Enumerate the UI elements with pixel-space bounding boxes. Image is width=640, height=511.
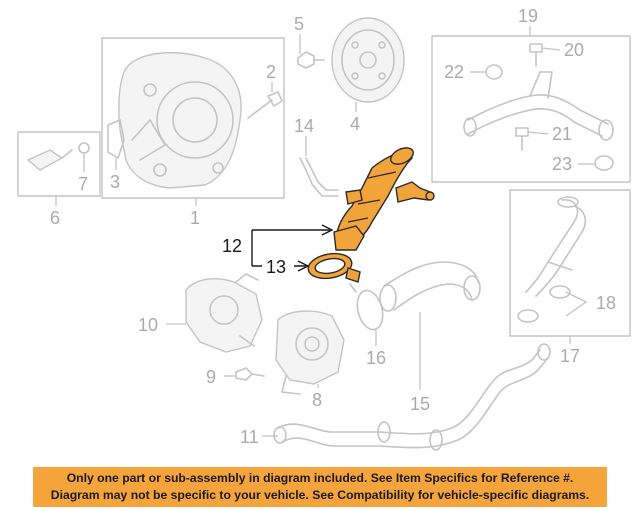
water-pump-housing: [118, 52, 242, 189]
highlighted-part-13: [307, 252, 361, 283]
callout-16: 16: [366, 348, 386, 368]
bolt-20: [529, 43, 543, 67]
pipe-17: [517, 196, 587, 323]
bolt-9: [235, 367, 265, 381]
callout-21: 21: [552, 124, 572, 144]
leader-12: [251, 229, 330, 266]
callout-22: 22: [444, 62, 464, 82]
callout-12: 12: [222, 236, 242, 256]
callout-23: 23: [552, 154, 572, 174]
callout-7: 7: [78, 174, 88, 194]
callout-5: 5: [294, 14, 304, 34]
bolt-2: [247, 91, 283, 119]
callout-3: 3: [110, 172, 120, 192]
callout-2: 2: [266, 62, 276, 82]
pipe-11: [273, 343, 551, 451]
leader-20: [541, 47, 561, 51]
tube-assembly-box: [431, 35, 631, 183]
o-ring-23: [594, 155, 614, 171]
highlighted-part-12: [333, 147, 435, 251]
callout-4: 4: [350, 114, 360, 134]
pipe-assembly-box: [509, 189, 631, 337]
callout-11: 11: [240, 427, 259, 447]
disclaimer-line-2: Diagram may not be specific to your vehi…: [50, 488, 590, 502]
bolt-5: [297, 51, 325, 69]
clamp-16: [349, 283, 384, 331]
hose-15: [379, 261, 481, 312]
o-ring-22: [485, 64, 503, 80]
callout-10: 10: [138, 315, 158, 335]
callout-13: 13: [266, 257, 286, 277]
leader-21: [527, 131, 549, 135]
callout-18: 18: [596, 293, 616, 313]
callout-19: 19: [518, 6, 538, 26]
pump-assembly-box: [101, 37, 285, 199]
thermostat-sensor: [26, 142, 90, 171]
coolant-tube-19: [463, 71, 614, 141]
leader-13-arrow: [297, 260, 310, 272]
callout-15: 15: [410, 394, 430, 414]
leader-12-arrow: [321, 224, 334, 236]
callout-6: 6: [50, 208, 60, 228]
callout-14: 14: [294, 116, 314, 136]
leader-18: [565, 291, 588, 317]
hose-14: [299, 157, 339, 197]
thermostat-box: [17, 131, 101, 197]
callout-17: 17: [560, 346, 580, 366]
pump-8: [275, 310, 345, 395]
disclaimer-banner: Only one part or sub-assembly in diagram…: [33, 467, 607, 507]
disclaimer-line-1: Only one part or sub-assembly in diagram…: [66, 471, 574, 485]
housing-10: [185, 273, 263, 353]
callout-9: 9: [206, 367, 216, 387]
callout-8: 8: [312, 390, 322, 410]
pulley-4: [331, 17, 405, 103]
callout-20: 20: [564, 40, 584, 60]
bolt-21: [515, 127, 529, 151]
callout-1: 1: [190, 208, 200, 228]
gasket-3: [107, 119, 125, 159]
